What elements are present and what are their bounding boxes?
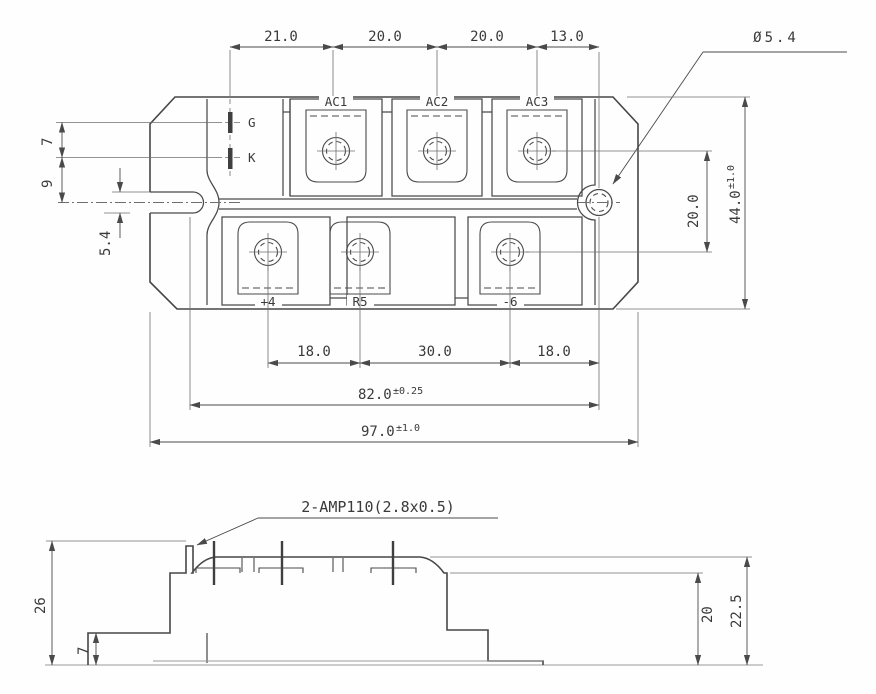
dim-20-vert: 20.0	[686, 194, 702, 228]
terminal-pad-m6	[479, 221, 541, 295]
side-right-dimensions: 20 22.5	[430, 556, 752, 666]
slot-boss	[206, 99, 220, 305]
dim-97: 97.0	[361, 424, 395, 440]
dim-44-tol: ±1.0	[726, 165, 737, 189]
terminal-cell-m6	[467, 216, 583, 306]
gate-pins	[56, 99, 243, 180]
terminal-label-ac1: AC1	[325, 94, 348, 109]
left-dimensions: 7 9 5.4	[40, 122, 150, 256]
tab-note-label: 2-AMP110(2.8x0.5)	[301, 498, 455, 516]
dim-30: 30.0	[418, 344, 452, 360]
top-dimension-chain: 21.0 20.0 20.0 13.0	[229, 29, 600, 96]
dim-20-side: 20	[700, 606, 716, 623]
tab-note-callout: 2-AMP110(2.8x0.5)	[196, 498, 498, 546]
dim-97-tol: ±1.0	[396, 423, 420, 434]
dim-22-5: 22.5	[729, 594, 745, 628]
gate-pin-g	[228, 112, 233, 133]
dim-20a: 20.0	[368, 29, 402, 45]
hole-diameter-label: Ø5.4	[753, 30, 799, 46]
dim-82: 82.0	[358, 387, 392, 403]
side-left-dimensions: 26 7	[33, 540, 186, 666]
dim-7-side: 7	[76, 647, 92, 655]
dim-18b: 18.0	[537, 344, 571, 360]
module-body-outline	[149, 96, 639, 310]
dim-21: 21.0	[264, 29, 298, 45]
gate-pin-k	[228, 148, 233, 169]
side-profile	[87, 545, 544, 665]
right-dimensions: 20.0 44.0 ±1.0	[526, 96, 750, 310]
dim-26: 26	[33, 597, 49, 614]
top-view: AC1 AC2 AC3 +4 R5 -6 G K 21.0 20.0 20.0 …	[40, 29, 847, 447]
mounting-hole	[578, 188, 620, 217]
dim-7: 7	[40, 138, 56, 146]
dim-9: 9	[40, 180, 56, 188]
terminal-cell-r5	[346, 216, 456, 306]
dim-82-tol: ±0.25	[393, 386, 423, 397]
dim-44: 44.0	[728, 190, 744, 224]
terminal-label-ac2: AC2	[426, 94, 449, 109]
terminal-pad-ac1	[305, 109, 367, 183]
dim-5-4: 5.4	[98, 231, 114, 256]
terminal-pad-ac3	[506, 109, 568, 183]
gate-label-g: G	[248, 115, 256, 130]
terminal-labels: AC1 AC2 AC3 +4 R5 -6 G K	[248, 94, 554, 309]
dim-20b: 20.0	[470, 29, 504, 45]
terminal-label-ac3: AC3	[526, 94, 549, 109]
side-view: 2-AMP110(2.8x0.5) 26 7 20 22.5	[33, 498, 763, 666]
hole-relief	[576, 99, 596, 305]
cover-details	[195, 558, 417, 573]
hole-diameter-callout: Ø5.4	[612, 30, 847, 185]
mounting-slot	[150, 191, 205, 214]
dim-18a: 18.0	[297, 344, 331, 360]
dim-13: 13.0	[550, 29, 584, 45]
bottom-dimension-chains: 18.0 30.0 18.0 82.0 ±0.25 97.0 ±1.0	[149, 265, 639, 447]
terminal-pad-ac2	[406, 109, 468, 183]
gate-label-k: K	[248, 150, 256, 165]
